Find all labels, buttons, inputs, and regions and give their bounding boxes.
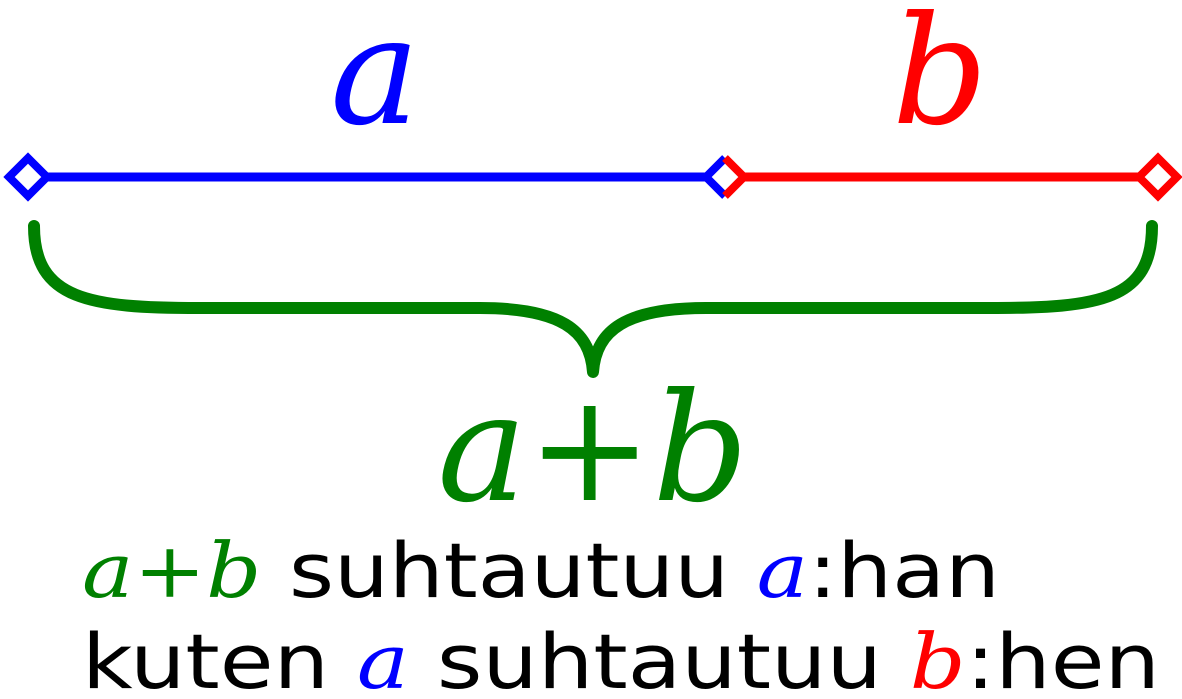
caption1-word: suhtautuu [261,526,756,615]
caption1-sum-b: b [206,526,261,615]
endpoint-right-marker [1133,152,1182,202]
caption1-sum-plus: + [134,526,207,615]
caption2-var-b: b [910,617,966,699]
caption-line-2: kuten a suhtautuu b:hen [82,617,1160,699]
caption-line-1: a+b suhtautuu a:han [82,526,1000,615]
caption1-var-a: a [757,526,809,615]
label-sum-b: b [653,362,749,536]
caption1-sum-a: a [82,526,134,615]
label-sum-plus: + [527,362,653,536]
label-b: b [892,0,988,159]
sum-brace [28,220,1158,378]
caption1-suffix: :han [808,526,1000,615]
endpoint-middle-marker [700,155,750,199]
caption2-word2: suhtautuu [409,617,910,699]
caption2-word1: kuten [82,617,357,699]
label-sum-a: a [437,362,526,536]
caption2-var-a: a [357,617,409,699]
label-a: a [330,0,419,159]
label-sum: a+b [437,362,748,536]
endpoint-left-marker [3,152,53,202]
caption2-suffix: :hen [966,617,1160,699]
